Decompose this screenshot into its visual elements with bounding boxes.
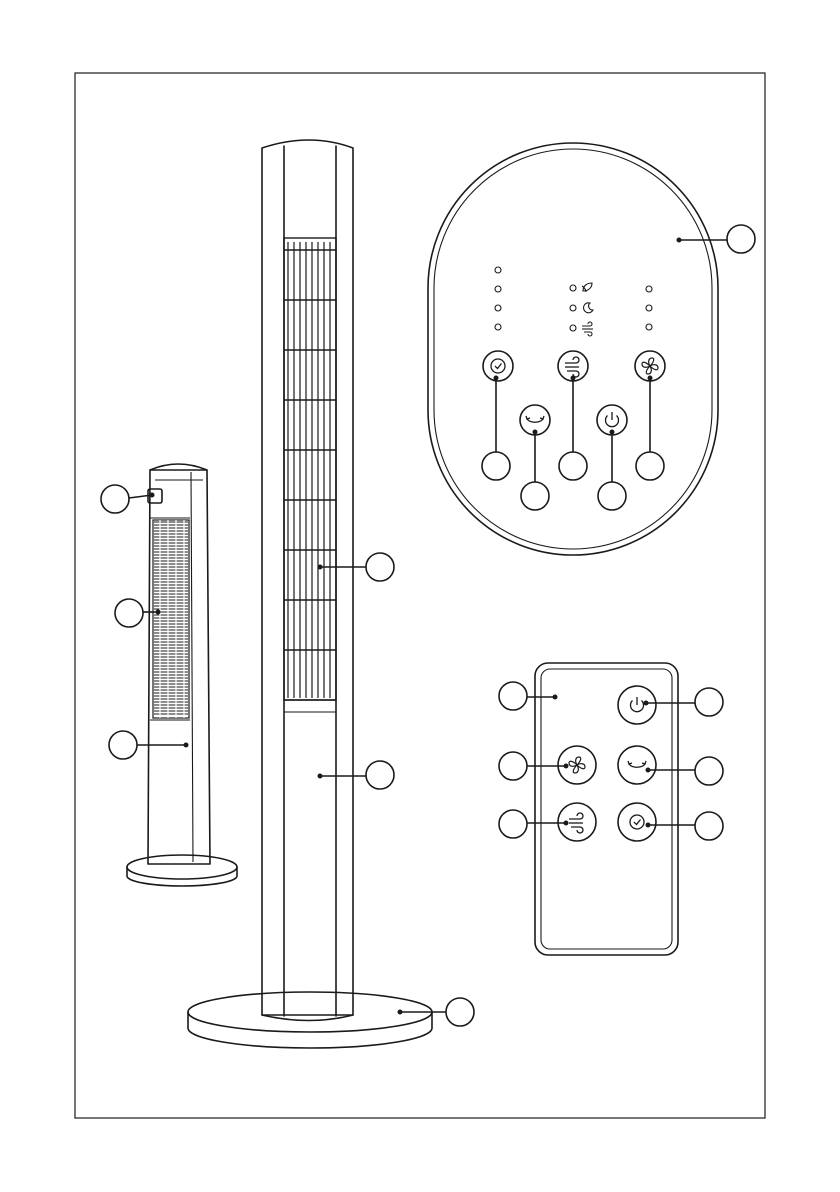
callout-large-grille (318, 553, 395, 581)
callout-remote-oscillation (646, 757, 724, 785)
remote-oscillation-button[interactable] (618, 746, 656, 784)
remote-timer-button[interactable] (618, 803, 656, 841)
natural-wind-icon (582, 283, 592, 292)
sleep-mode-icon (584, 303, 593, 313)
callout-panel-oscillation (521, 430, 549, 511)
speed-indicators (646, 286, 652, 330)
callout-remote-timer (646, 812, 724, 840)
large-tower-fan (188, 140, 432, 1048)
callout-base (398, 998, 475, 1026)
remote-power-button[interactable] (618, 686, 656, 724)
figure-border (75, 73, 765, 1118)
callout-panel-speed (636, 376, 664, 481)
remote-speed-button[interactable] (558, 746, 596, 784)
large-fan-grille (284, 238, 336, 700)
small-tower-fan (127, 464, 237, 886)
callout-large-body (318, 761, 395, 789)
timer-indicators (495, 267, 501, 330)
remote-control (535, 663, 678, 955)
callout-small-grille (115, 599, 161, 627)
remote-mode-button[interactable] (558, 803, 596, 841)
mode-indicators (570, 283, 593, 336)
callout-panel-timer (482, 376, 510, 481)
control-panel (428, 143, 718, 555)
callout-control-panel (677, 225, 756, 253)
small-fan-grille (153, 520, 189, 718)
normal-wind-icon (582, 322, 593, 336)
callout-handle (101, 485, 155, 513)
callout-panel-power (598, 430, 626, 511)
callout-panel-mode (559, 376, 587, 481)
callout-remote (499, 682, 558, 710)
callout-remote-speed (499, 752, 569, 780)
